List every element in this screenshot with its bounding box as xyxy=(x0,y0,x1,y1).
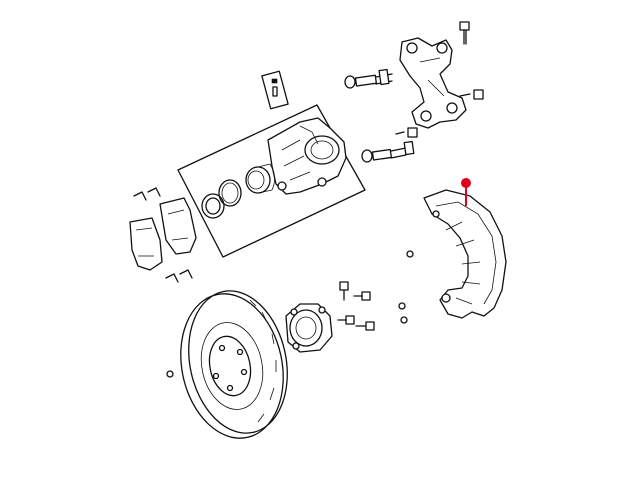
caliper-kit-frame xyxy=(177,104,366,258)
pad-clips-top xyxy=(133,187,161,201)
splash-shield xyxy=(423,189,507,319)
bleeder-screw xyxy=(261,70,289,110)
bracket-bolt-mid xyxy=(395,127,418,138)
hub-bolts xyxy=(337,281,375,331)
bracket-bolt-right xyxy=(459,89,484,100)
guide-pin-upper xyxy=(344,68,393,89)
dust-boot xyxy=(201,193,225,219)
piston-seal xyxy=(218,179,242,207)
brake-rotor xyxy=(180,290,288,439)
guide-pin-lower xyxy=(361,140,415,163)
callout-marker xyxy=(461,178,471,206)
pad-clips-bottom xyxy=(165,269,193,283)
wheel-hub xyxy=(285,303,333,353)
caliper-piston xyxy=(245,163,275,194)
brake-caliper xyxy=(267,117,347,195)
small-nuts xyxy=(166,250,414,378)
caliper-bracket xyxy=(399,37,467,129)
brake-pad-inner xyxy=(129,217,163,271)
bracket-bolt-top xyxy=(459,21,470,45)
brake-pad-outer xyxy=(159,197,197,255)
